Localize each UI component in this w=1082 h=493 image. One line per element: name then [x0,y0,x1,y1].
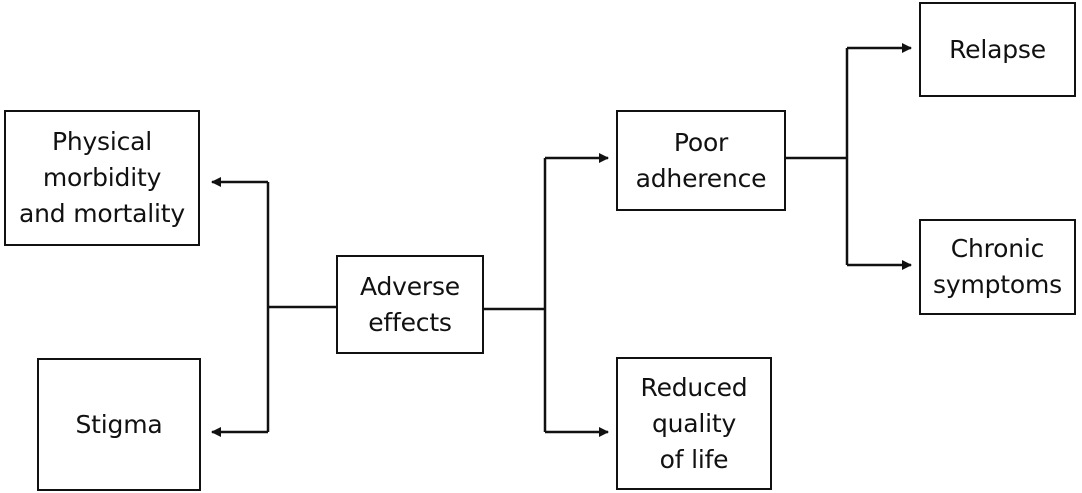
node-poor-adherence-label: Poor adherence [635,127,767,193]
node-adverse-effects-label: Adverse effects [360,271,460,337]
node-stigma: Stigma [37,358,201,491]
node-stigma-label: Stigma [75,409,163,439]
node-chronic-symptoms: Chronic symptoms [919,219,1076,315]
node-reduced-quality: Reduced quality of life [616,357,772,490]
node-adverse-effects: Adverse effects [336,255,484,354]
node-chronic-symptoms-label: Chronic symptoms [933,234,1062,299]
node-relapse-label: Relapse [949,34,1046,64]
node-physical-morbidity: Physical morbidity and mortality [4,110,200,246]
node-physical-morbidity-label: Physical morbidity and mortality [19,127,185,228]
node-relapse: Relapse [919,2,1076,97]
node-reduced-quality-label: Reduced quality of life [640,372,748,474]
node-poor-adherence: Poor adherence [616,110,786,211]
